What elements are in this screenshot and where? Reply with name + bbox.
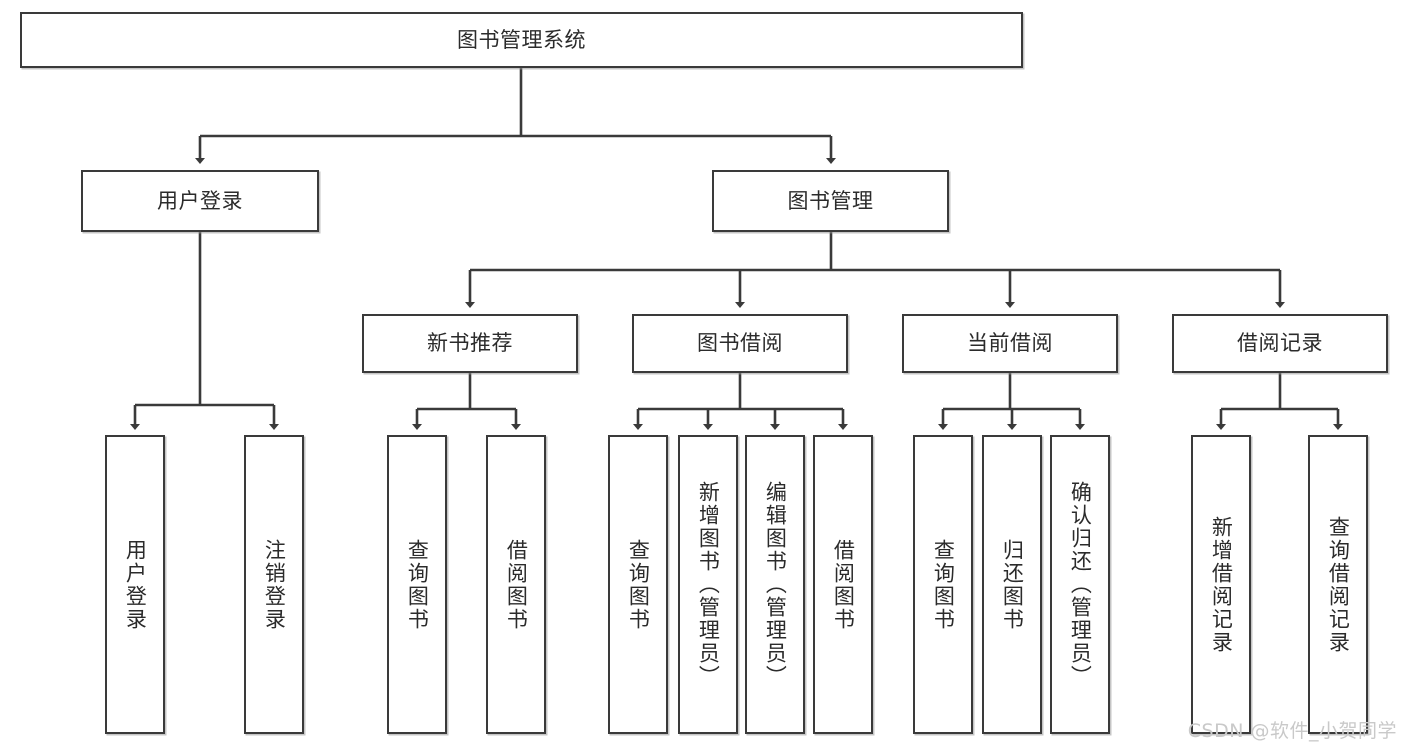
node-label: 新书推荐	[427, 331, 513, 356]
node-user-login[interactable]: 用户登录	[81, 170, 319, 232]
node-label: 借阅图书	[831, 538, 856, 631]
node-borrow-record[interactable]: 借阅记录	[1172, 314, 1388, 373]
node-label: 当前借阅	[967, 331, 1053, 356]
node-root[interactable]: 图书管理系统	[20, 12, 1023, 68]
node-current-borrow[interactable]: 当前借阅	[902, 314, 1118, 373]
node-new-book-rec[interactable]: 新书推荐	[362, 314, 578, 373]
node-label: 新增图书（管理员）	[696, 481, 721, 688]
node-leaf-user-login[interactable]: 用户登录	[105, 435, 165, 734]
node-label: 查询借阅记录	[1326, 515, 1351, 654]
node-label: 用户登录	[157, 188, 243, 213]
node-leaf-return-book[interactable]: 归还图书	[982, 435, 1042, 734]
node-label: 图书管理	[787, 188, 874, 213]
node-label: 图书借阅	[697, 331, 783, 356]
node-leaf-query-book-3[interactable]: 查询图书	[913, 435, 973, 734]
node-book-borrow[interactable]: 图书借阅	[632, 314, 848, 373]
node-leaf-add-record[interactable]: 新增借阅记录	[1191, 435, 1251, 734]
node-leaf-user-logout[interactable]: 注销登录	[244, 435, 304, 734]
node-label: 查询图书	[931, 538, 956, 631]
node-label: 借阅图书	[504, 538, 529, 631]
node-label: 借阅记录	[1237, 331, 1323, 356]
node-label: 编辑图书（管理员）	[763, 481, 788, 688]
node-leaf-confirm-return[interactable]: 确认归还（管理员）	[1050, 435, 1110, 734]
node-label: 图书管理系统	[457, 27, 586, 52]
node-label: 归还图书	[1000, 538, 1025, 631]
node-leaf-edit-book[interactable]: 编辑图书（管理员）	[745, 435, 805, 734]
node-label: 确认归还（管理员）	[1068, 481, 1093, 688]
node-label: 查询图书	[405, 538, 430, 631]
node-label: 查询图书	[626, 538, 651, 631]
node-leaf-borrow-book-1[interactable]: 借阅图书	[486, 435, 546, 734]
node-leaf-add-book[interactable]: 新增图书（管理员）	[678, 435, 738, 734]
node-leaf-query-book-1[interactable]: 查询图书	[387, 435, 447, 734]
node-leaf-query-record[interactable]: 查询借阅记录	[1308, 435, 1368, 734]
node-leaf-borrow-book-2[interactable]: 借阅图书	[813, 435, 873, 734]
node-label: 注销登录	[262, 538, 287, 631]
node-label: 用户登录	[123, 538, 148, 631]
node-label: 新增借阅记录	[1209, 515, 1234, 654]
node-leaf-query-book-2[interactable]: 查询图书	[608, 435, 668, 734]
node-book-manage[interactable]: 图书管理	[712, 170, 949, 232]
